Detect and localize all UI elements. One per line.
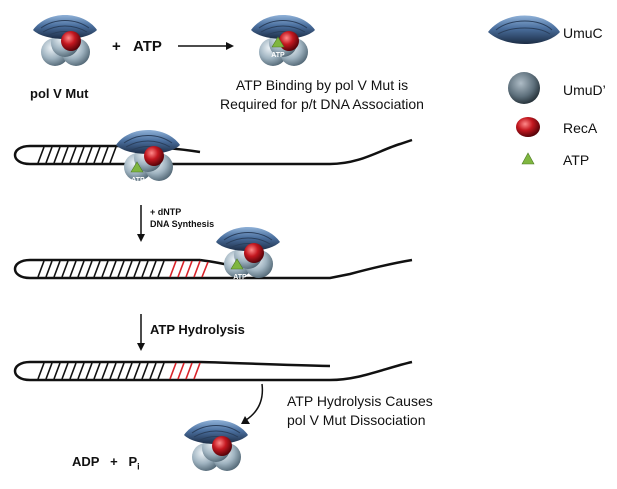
atp-on-complex-label: ATP: [271, 52, 285, 59]
arrow-right-icon: [178, 42, 234, 50]
arrow-down-icon: [137, 205, 145, 242]
binding-caption: ATP Binding by pol V Mut is Required for…: [192, 76, 452, 114]
legend-atp-label: ATP: [563, 152, 590, 168]
binding-caption-line1: ATP Binding by pol V Mut is: [235, 77, 409, 93]
polv-complex-on-dna-1: ATP: [115, 129, 181, 184]
curved-arrow-icon: [241, 383, 264, 424]
pol-v-mut-label: pol V Mut: [30, 86, 89, 101]
new-dna-synthesis: [169, 260, 209, 278]
hydrolysis-step-label: ATP Hydrolysis: [150, 322, 245, 337]
dissociation-caption-line2: pol V Mut Dissociation: [287, 412, 426, 428]
dissociation-caption-line1: ATP Hydrolysis Causes: [287, 393, 433, 409]
dntp-step-label: + dNTP DNA Synthesis: [150, 206, 214, 230]
phosphate-subscript: i: [137, 461, 140, 472]
plus-sign: +: [112, 38, 121, 55]
arrow-down-icon: [137, 314, 145, 351]
legend-umuc-label: UmuC: [563, 25, 603, 41]
dissociation-caption: ATP Hydrolysis Causes pol V Mut Dissocia…: [287, 392, 487, 430]
primer-template-dna-2: [13, 258, 413, 280]
dntp-step-line2: DNA Synthesis: [150, 219, 215, 229]
atp-label: ATP: [133, 38, 162, 55]
atp-on-complex-label: ATP: [233, 274, 247, 281]
polv-complex-dissociated: [183, 419, 249, 472]
polv-complex-atp-bound: ATP: [250, 14, 316, 67]
binding-caption-line2: Required for p/t DNA Association: [220, 96, 424, 112]
products-label: ADP + Pi: [72, 454, 140, 472]
polv-complex-free: [32, 14, 98, 67]
plus-sign-2: +: [110, 454, 118, 469]
atp-on-complex-label: ATP: [131, 177, 145, 184]
primer-template-dna-1: [13, 138, 413, 166]
umud-icon: [508, 72, 540, 104]
umuc-icon: [488, 15, 560, 44]
dntp-step-line1: + dNTP: [150, 207, 182, 217]
legend-umud-label: UmuD’: [563, 82, 606, 98]
polv-complex-on-dna-2: ATP: [215, 226, 281, 281]
phosphate-label: P: [128, 454, 138, 469]
primer-template-dna-3: [13, 360, 413, 382]
legend-reca-label: RecA: [563, 120, 598, 136]
atp-icon: [521, 152, 535, 165]
reca-icon: [516, 117, 540, 137]
new-dna-synthesis: [169, 362, 201, 380]
adp-label: ADP: [72, 454, 100, 469]
